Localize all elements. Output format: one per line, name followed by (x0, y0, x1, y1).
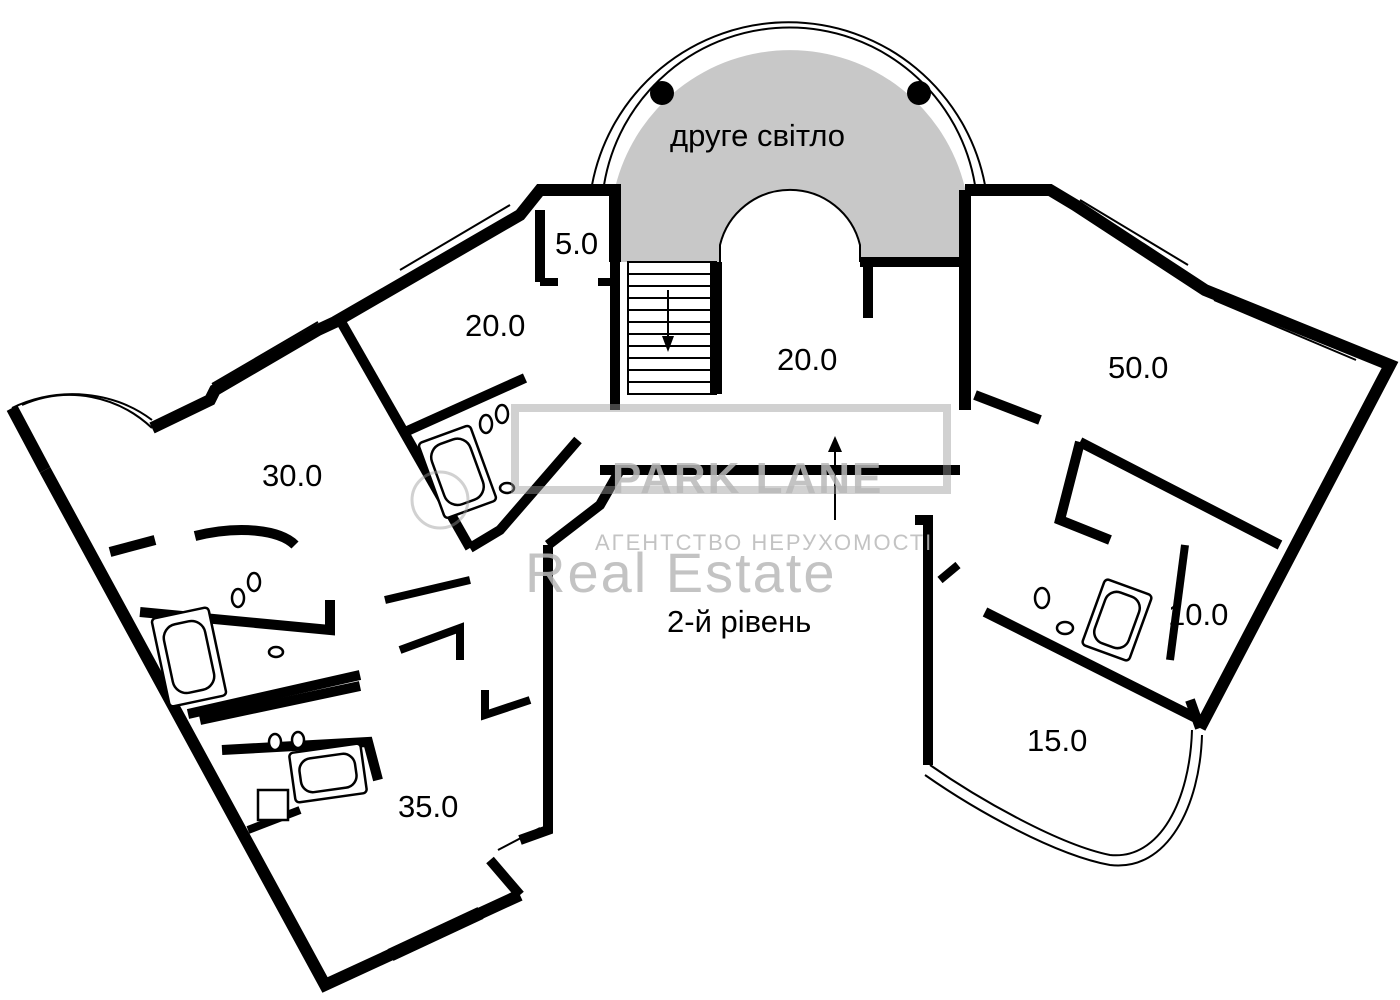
watermark-tagline: АГЕНТСТВО НЕРУХОМОСТІ (595, 530, 934, 555)
room-label-closet: 5.0 (555, 226, 599, 261)
second-light-void (591, 21, 986, 263)
room-label-bottom-left: 35.0 (398, 789, 459, 824)
toilet-icon (1033, 586, 1051, 610)
toilet-icon (230, 587, 246, 609)
staircase (627, 261, 842, 520)
column-right (907, 81, 931, 105)
bathroom-fixtures (150, 403, 1153, 822)
room-label-right: 50.0 (1108, 350, 1169, 385)
exterior-walls (6, 184, 1399, 993)
room-label-hall: 20.0 (777, 342, 838, 377)
shower-icon (256, 788, 290, 822)
watermark-brand: PARK LANE (612, 454, 884, 503)
room-label-left: 30.0 (262, 458, 323, 493)
windows (11, 199, 1361, 961)
plan-title: 2-й рівень (667, 604, 812, 639)
room-label-small: 10.0 (1168, 597, 1229, 632)
stair-up-arrow (828, 436, 842, 452)
room-label-balcony: 15.0 (1027, 723, 1088, 758)
watermark-logo (410, 404, 951, 530)
room-label-void: друге світло (670, 118, 846, 153)
watermark-text: Real Estate (525, 541, 837, 604)
column-left (650, 81, 674, 105)
room-label-bedroom-top: 20.0 (465, 308, 526, 343)
stair-down-arrow (662, 336, 674, 352)
toilet-icon (478, 413, 494, 435)
toilet-icon (267, 732, 283, 752)
